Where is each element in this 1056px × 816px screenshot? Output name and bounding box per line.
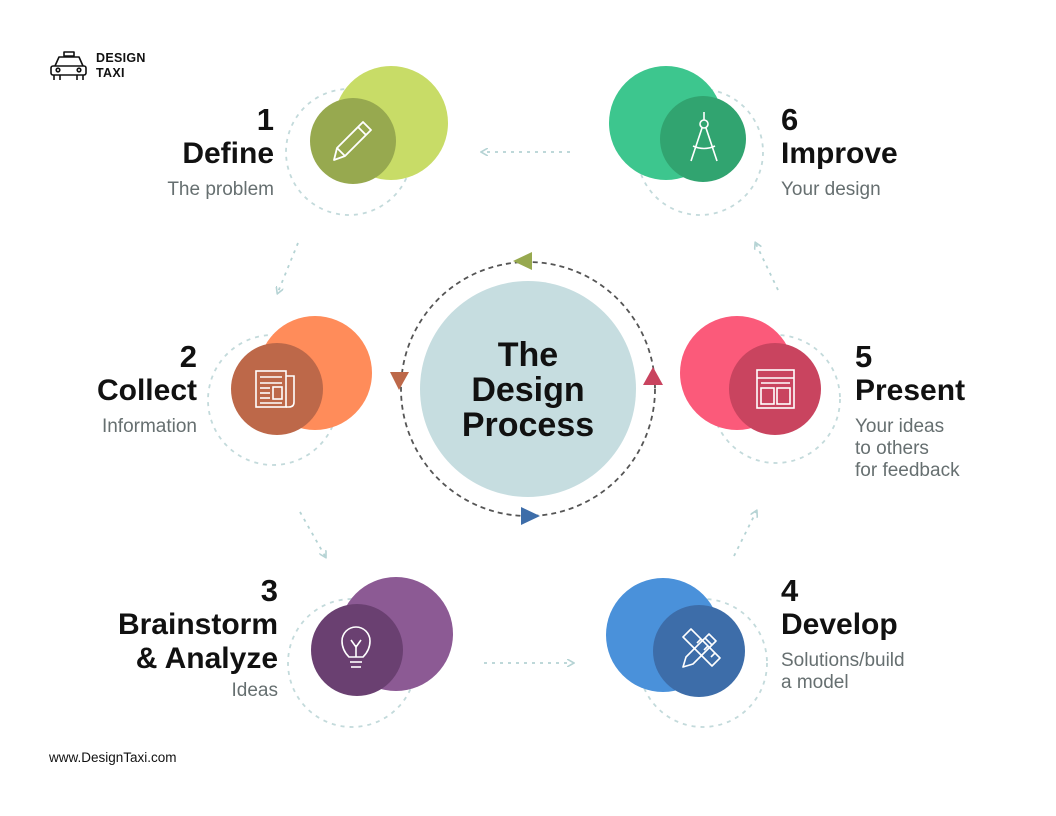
step-5-subtitle-line3: for feedback	[855, 460, 960, 481]
step-3-number: 3	[260, 573, 278, 608]
brand-logo-line2: TAXI	[96, 66, 125, 80]
step-3-title-line1: Brainstorm	[117, 608, 278, 641]
step-2-label: 2 Collect Information	[97, 340, 197, 438]
step-4-subtitle-line1: Solutions/build	[781, 650, 905, 671]
step-5-number: 5	[855, 339, 873, 374]
newspaper-icon	[255, 370, 295, 408]
step-4-label: 4 Develop Solutions/build a model	[781, 574, 905, 694]
step-2-number: 2	[179, 339, 197, 374]
brand-logo: DESIGN TAXI	[96, 51, 146, 81]
pencil-icon	[333, 121, 372, 161]
cycle-arrow-right-icon	[643, 367, 663, 385]
step-1-graphic	[285, 66, 448, 216]
step-5-title: Present	[855, 374, 966, 407]
step-2-title: Collect	[96, 374, 197, 407]
connectors	[278, 152, 779, 663]
step-1-label: 1 Define The problem	[167, 103, 274, 201]
center-circle	[420, 281, 636, 497]
pencil-ruler-icon	[682, 628, 721, 668]
step-1-title: Define	[182, 137, 274, 170]
taxi-car-icon	[50, 51, 87, 80]
step-6-title: Improve	[781, 137, 898, 170]
step-3-label: 3 Brainstorm & Analyze Ideas	[118, 574, 278, 702]
step-4-title: Develop	[781, 608, 898, 641]
center-cycle	[390, 252, 663, 525]
step-5-graphic	[680, 316, 841, 464]
layout-icon	[756, 369, 795, 409]
connector-5-to-6	[756, 244, 779, 291]
step-2-subtitle: Information	[101, 416, 197, 437]
step-2-graphic	[207, 316, 372, 466]
step-3-graphic	[287, 577, 453, 728]
step-6-label: 6 Improve Your design	[781, 103, 898, 201]
step-4-number: 4	[781, 573, 799, 608]
step-3-title-line2: & Analyze	[135, 642, 278, 675]
step-6-subtitle: Your design	[781, 179, 881, 200]
step-4-graphic	[606, 578, 768, 728]
lightbulb-icon	[341, 626, 371, 668]
step-5-label: 5 Present Your ideas to others for feedb…	[855, 340, 965, 482]
connector-4-to-5	[733, 512, 756, 557]
step-1-number: 1	[256, 102, 274, 137]
cycle-arrow-bottom-icon	[521, 507, 540, 525]
center-title-line3: Process	[461, 406, 595, 444]
step-4-subtitle-line2: a model	[781, 672, 849, 693]
website-link[interactable]: www.DesignTaxi.com	[49, 750, 177, 765]
connector-1-to-2	[278, 242, 299, 292]
step-3-subtitle: Ideas	[231, 680, 278, 701]
cycle-arrow-top-icon	[513, 252, 532, 270]
step-6-number: 6	[781, 102, 799, 137]
center-title-line2: Design	[471, 371, 585, 409]
step-1-subtitle: The problem	[167, 179, 274, 200]
center-title-line1: The	[497, 336, 559, 374]
cycle-arrow-left-icon	[390, 372, 409, 390]
center-title: The Design Process	[428, 338, 628, 443]
step-5-subtitle-line2: to others	[855, 438, 929, 459]
step-6-graphic	[609, 66, 764, 216]
compass-icon	[690, 112, 718, 162]
brand-logo-line1: DESIGN	[96, 51, 146, 65]
step-5-subtitle-line1: Your ideas	[855, 416, 945, 437]
connector-2-to-3	[299, 511, 325, 556]
